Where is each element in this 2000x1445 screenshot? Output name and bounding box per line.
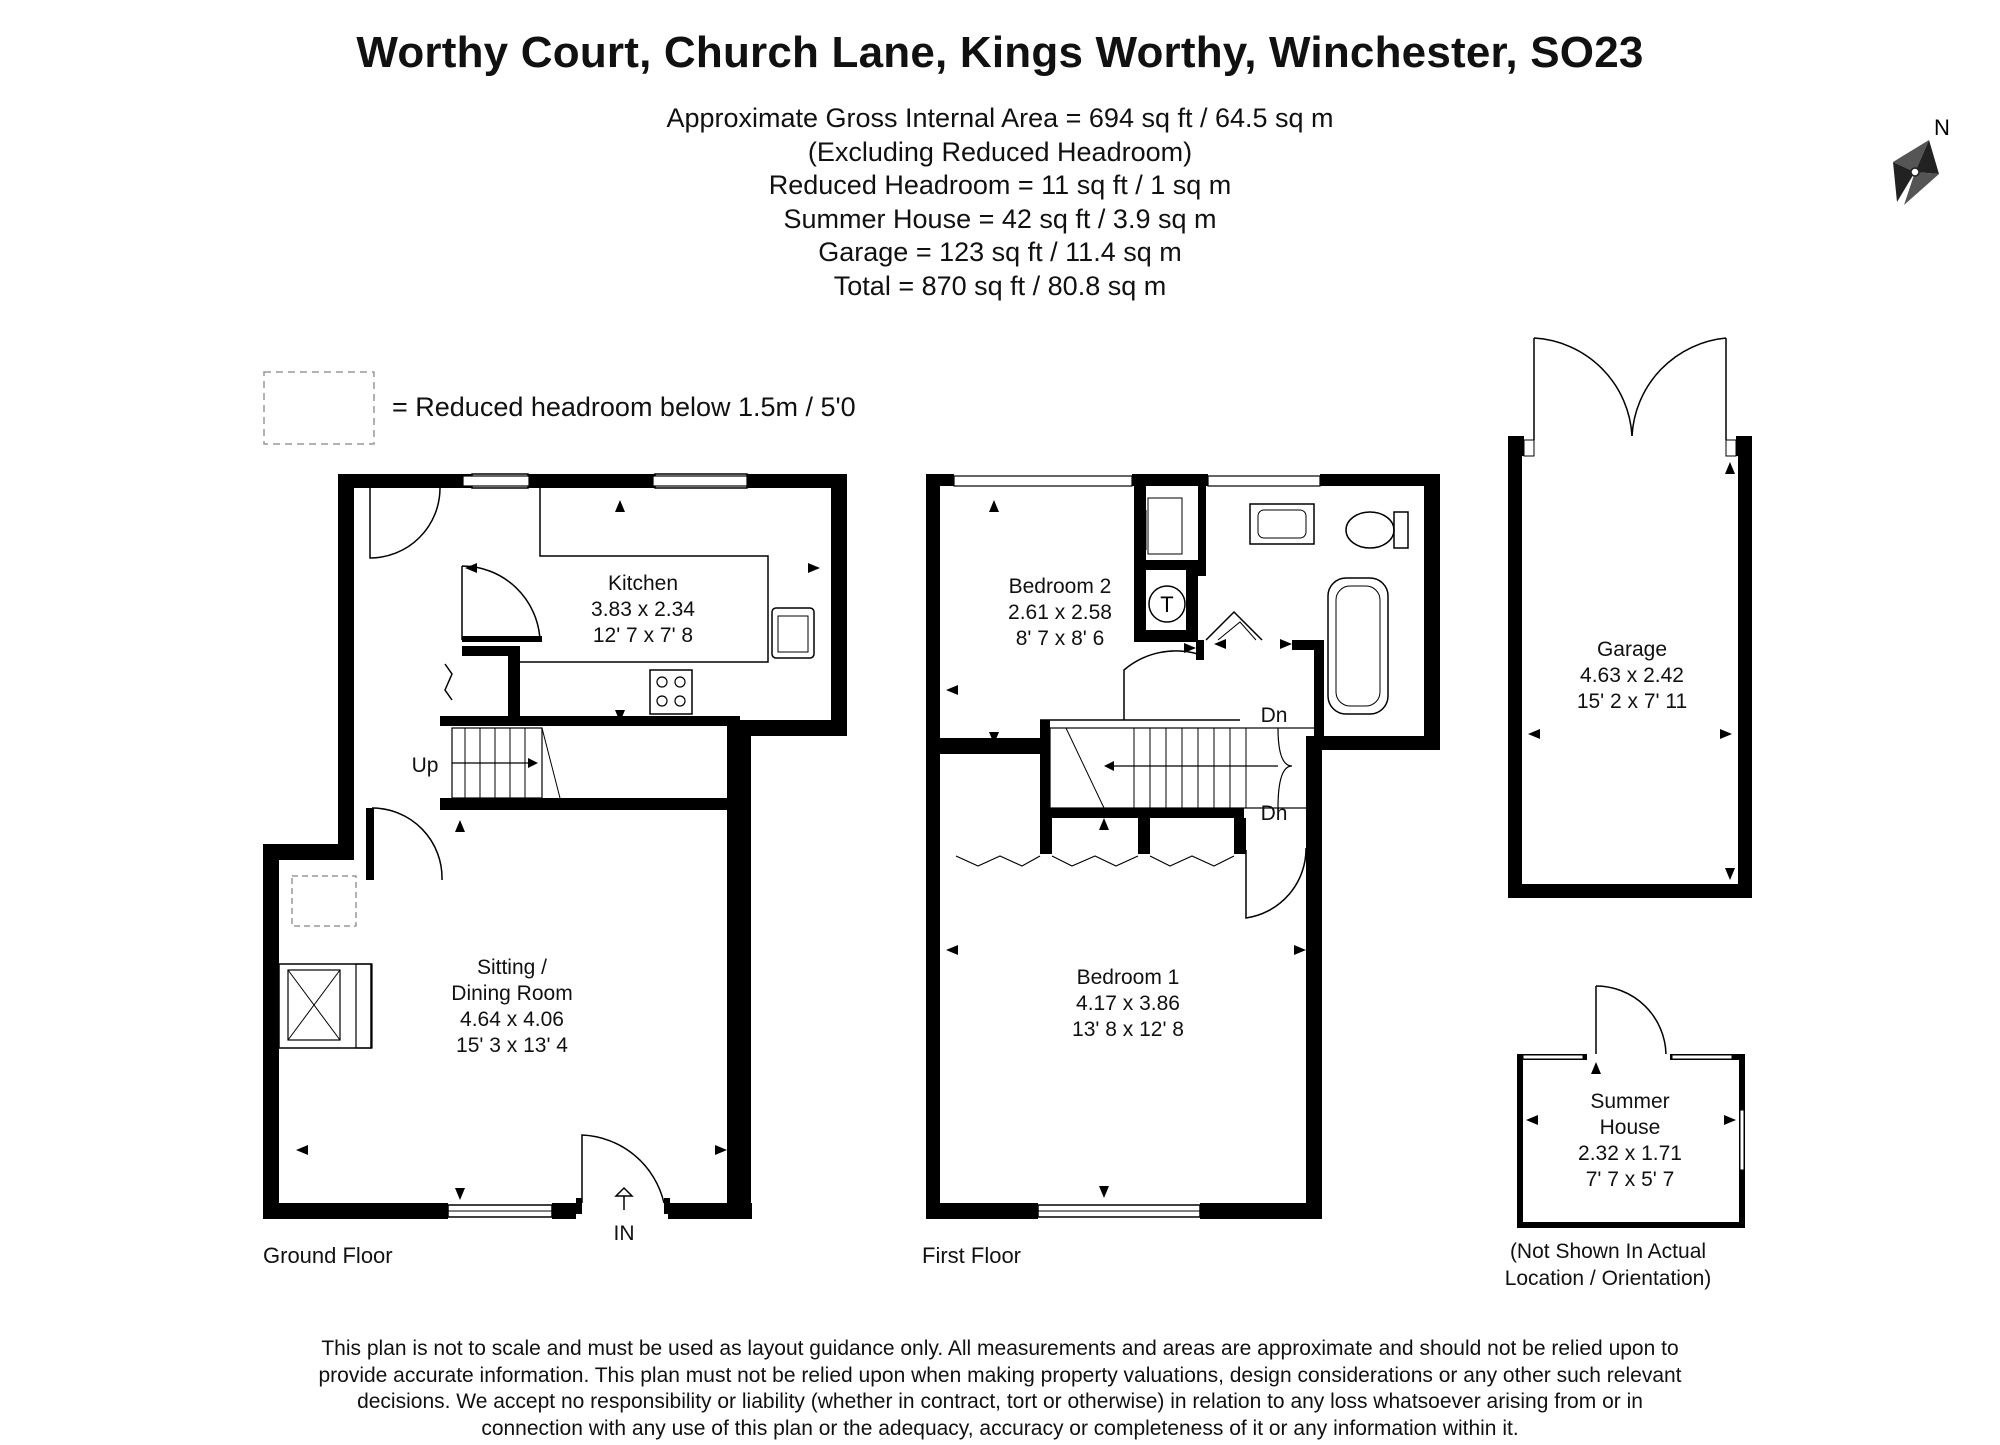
disclaimer-line-1: This plan is not to scale and must be us… (321, 1337, 1679, 1360)
stairs-down-label-1: Dn (1261, 704, 1288, 727)
area-line-gia: Approximate Gross Internal Area = 694 sq… (666, 103, 1334, 133)
sitting-metric: 4.64 x 4.06 (460, 1008, 564, 1031)
disclaimer: This plan is not to scale and must be us… (260, 1336, 1740, 1442)
sitting-label-line-2: Dining Room (451, 982, 572, 1005)
bedroom2-imperial: 8' 7 x 8' 6 (1016, 627, 1105, 650)
stairs-up-label: Up (412, 754, 439, 777)
garage-imperial: 15' 2 x 7' 11 (1577, 690, 1687, 713)
kitchen-label: Kitchen (608, 572, 678, 595)
summer-label-line-1: Summer (1590, 1090, 1669, 1113)
compass-north-label: N (1934, 115, 1950, 140)
summer-house-note: (Not Shown In Actual Location / Orientat… (1478, 1238, 1738, 1292)
garage-metric: 4.63 x 2.42 (1580, 664, 1684, 687)
kitchen-metric: 3.83 x 2.34 (591, 598, 695, 621)
summer-label-line-2: House (1600, 1116, 1661, 1139)
bedroom1-label: Bedroom 1 (1077, 966, 1180, 989)
disclaimer-line-4: connection with any use of this plan or … (481, 1416, 1519, 1440)
first-floor-plan: T (926, 474, 1440, 1219)
sitting-label-line-1: Sitting / (477, 956, 547, 979)
summer-note-line-1: (Not Shown In Actual (1509, 1240, 1707, 1263)
area-line-summer: Summer House = 42 sq ft / 3.9 sq m (783, 203, 1217, 234)
summer-house-plan (1517, 985, 1745, 1228)
area-line-garage: Garage = 123 sq ft / 11.4 sq m (818, 237, 1182, 267)
bedroom1-metric: 4.17 x 3.86 (1076, 992, 1180, 1015)
ground-floor-label: Ground Floor (263, 1243, 393, 1268)
plan-title: Worthy Court, Church Lane, Kings Worthy,… (356, 28, 1644, 77)
garage-plan (1508, 337, 1752, 898)
bedroom2-label: Bedroom 2 (1009, 575, 1112, 598)
legend-reduced-headroom-swatch (263, 371, 375, 445)
compass-icon: N (1893, 115, 1950, 205)
disclaimer-line-3: decisions. We accept no responsibility o… (357, 1390, 1643, 1413)
stairs-down-label-2: Dn (1261, 802, 1288, 825)
garage-label: Garage (1597, 638, 1667, 661)
disclaimer-line-2: provide accurate information. This plan … (318, 1363, 1682, 1387)
tank-icon: T (1160, 592, 1173, 617)
summer-metric: 2.32 x 1.71 (1578, 1142, 1682, 1165)
bedroom1-imperial: 13' 8 x 12' 8 (1072, 1018, 1184, 1041)
summer-imperial: 7' 7 x 5' 7 (1586, 1168, 1675, 1191)
ground-floor-plan (263, 473, 847, 1219)
summer-note-line-2: Location / Orientation) (1504, 1267, 1712, 1290)
entrance-label: IN (614, 1222, 635, 1245)
legend-text: = Reduced headroom below 1.5m / 5'0 (392, 392, 856, 422)
area-line-excluding: (Excluding Reduced Headroom) (807, 136, 1193, 167)
area-line-reduced: Reduced Headroom = 11 sq ft / 1 sq m (768, 170, 1232, 200)
sitting-imperial: 15' 3 x 13' 4 (456, 1034, 568, 1057)
area-summary: Approximate Gross Internal Area = 694 sq… (0, 102, 2000, 303)
kitchen-imperial: 12' 7 x 7' 8 (593, 624, 693, 647)
area-line-total: Total = 870 sq ft / 80.8 sq m (833, 270, 1167, 301)
first-floor-label: First Floor (922, 1243, 1021, 1268)
bedroom2-metric: 2.61 x 2.58 (1008, 601, 1112, 624)
